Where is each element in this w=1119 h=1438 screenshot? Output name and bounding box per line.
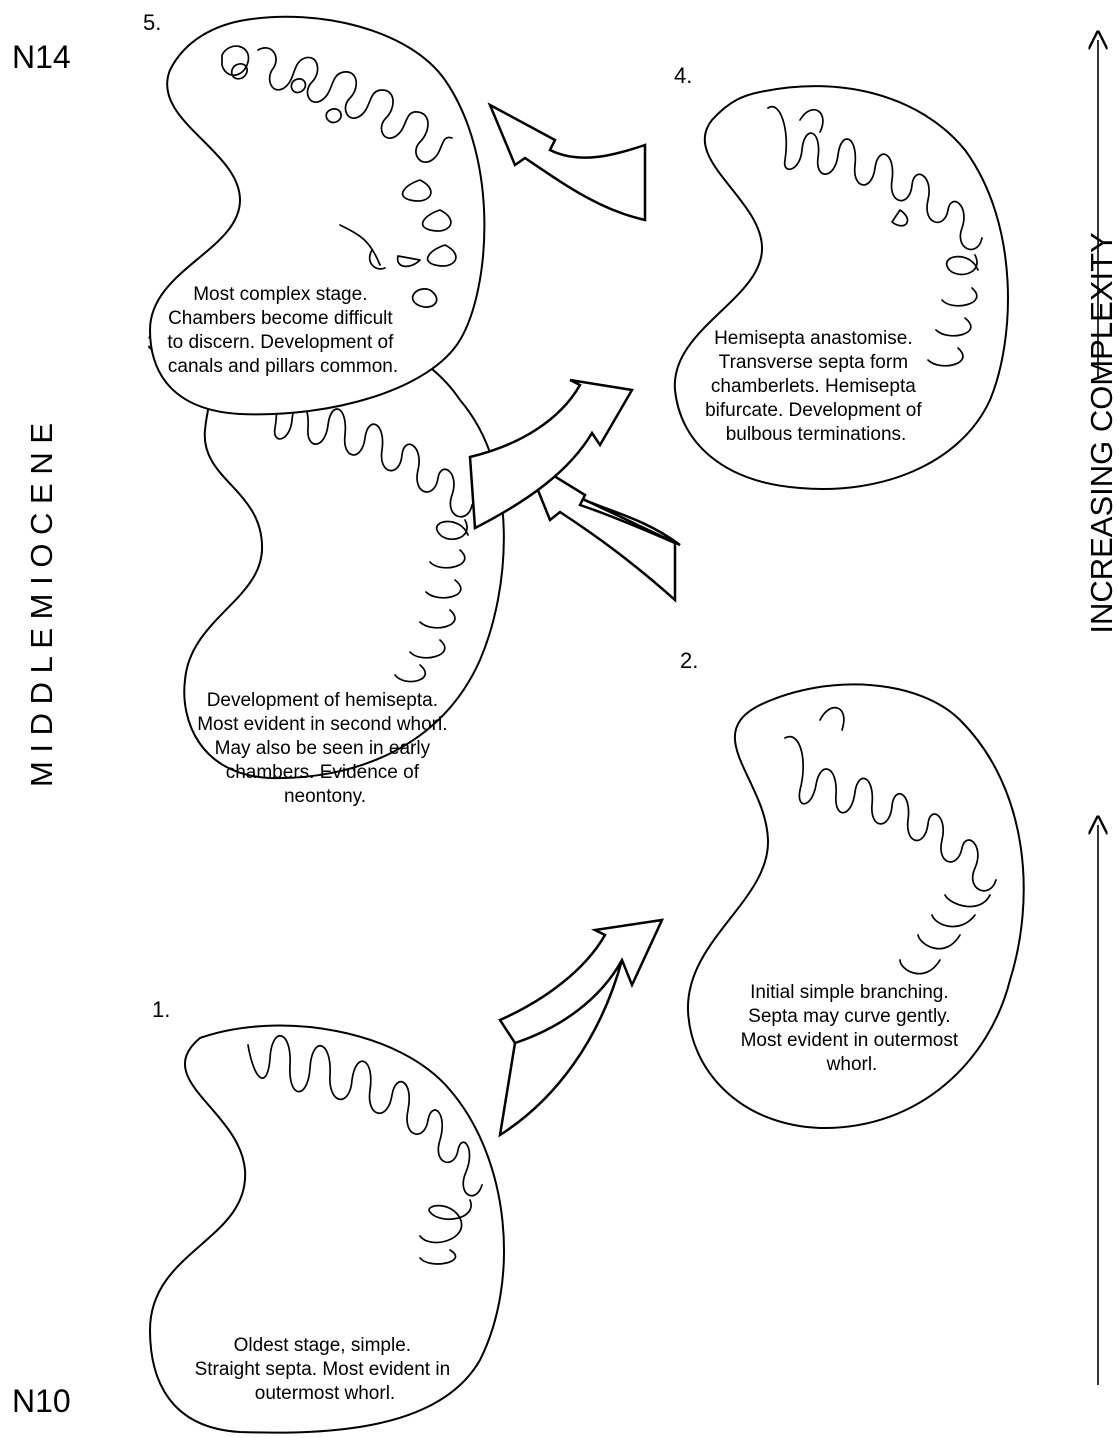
stage-5-number: 5. (143, 10, 161, 35)
stage-1-caption: Oldest stage, simple. Straight septa. Mo… (195, 1335, 456, 1404)
stage-3: 3. Development of hemisepta. Most eviden… (147, 330, 505, 807)
stage-2-number: 2. (680, 648, 698, 673)
stage-3-shell (183, 330, 505, 780)
stage-4-caption: Hemisepta anastomise. Transverse septa f… (705, 328, 927, 445)
stage-1: 1. Oldest stage, simple. Straight septa.… (148, 997, 505, 1434)
left-axis-label: M I D D L E M I O C E N E (24, 423, 59, 787)
stage-5-septa (221, 45, 457, 308)
right-axis-label: INCREASING COMPLEXITY (1084, 232, 1119, 633)
stage-4-number: 4. (674, 63, 692, 88)
stage-4-shell (673, 85, 1009, 490)
stage-1-shell (148, 1024, 505, 1434)
stage-2-shell (686, 683, 1025, 1130)
stage-5: 5. Most complex stage. Chambers become d… (143, 10, 486, 416)
stage-4-septa (767, 105, 983, 367)
stage-2-caption: Initial simple branching. Septa may curv… (741, 982, 964, 1075)
stage-3-septa (261, 370, 473, 683)
stage-5-shell (148, 15, 486, 416)
stage-1-septa (247, 1035, 483, 1265)
stage-5-caption: Most complex stage. Chambers become diff… (167, 284, 398, 377)
stage-2: 2. Initial simple branching. Septa may c… (680, 648, 1025, 1130)
transition-arrow-3-to-4 (468, 378, 634, 530)
stage-3-caption: Development of hemisepta. Most evident i… (197, 690, 453, 807)
bottom-zone-label: N10 (12, 1383, 71, 1419)
transition-arrow-4-to-5 (487, 102, 647, 222)
stage-2-septa (784, 706, 997, 975)
stage-4: 4. Hemisepta anastomise. Transverse sept… (673, 63, 1009, 490)
transition-arrow-1-to-2 (498, 918, 665, 1138)
stage-1-number: 1. (152, 997, 170, 1022)
transition-arrow-2-to-3-body (522, 454, 677, 603)
top-zone-label: N14 (12, 39, 71, 75)
